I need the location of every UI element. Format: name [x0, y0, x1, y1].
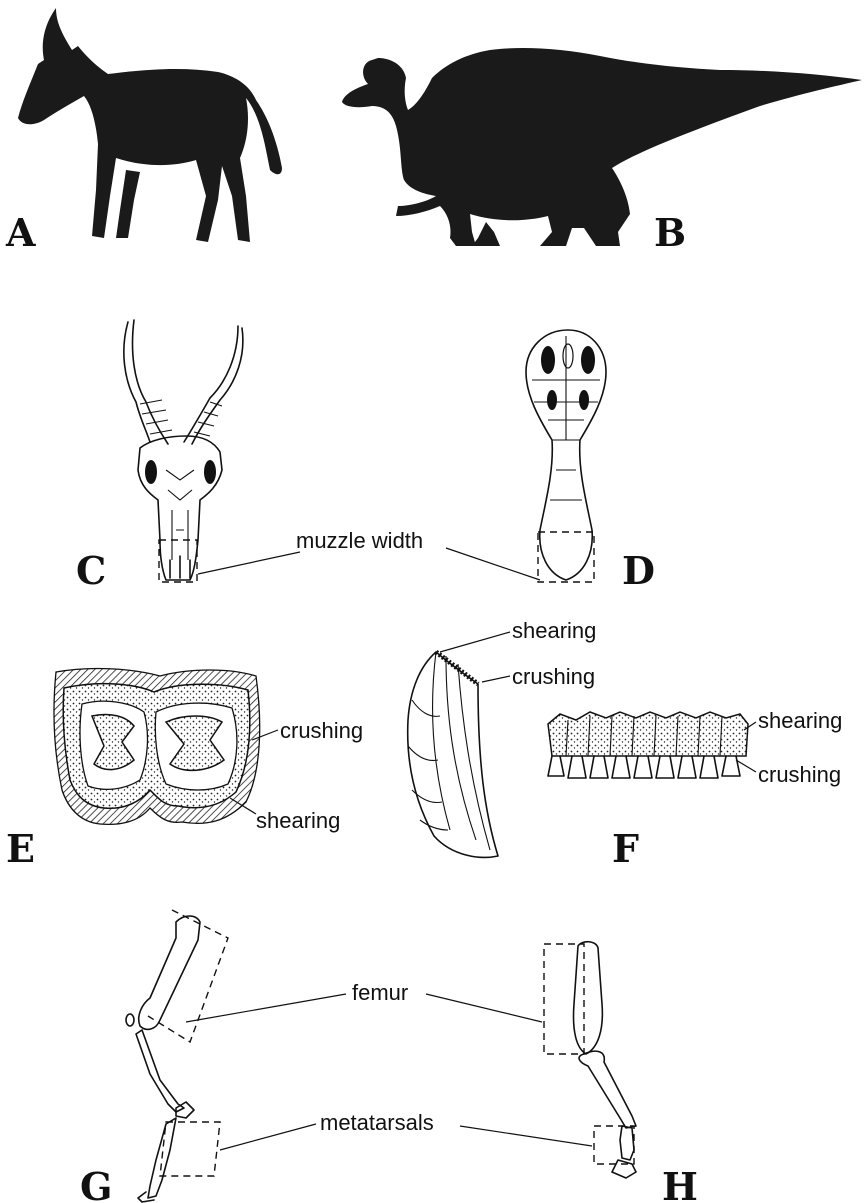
label-shearing-f1: shearing	[512, 618, 596, 643]
leader-muzzle-d	[446, 548, 540, 580]
antelope-hindlimb	[126, 916, 200, 1202]
label-crushing-f1: crushing	[512, 664, 595, 689]
femur-box-h	[544, 944, 584, 1054]
panel-label-c: C	[76, 548, 106, 593]
leader-muzzle-c	[198, 552, 300, 574]
leader-metatarsals-g	[220, 1124, 316, 1150]
leader-crushing-f1	[482, 676, 510, 682]
label-muzzle-width: muzzle width	[296, 528, 423, 553]
label-femur: femur	[352, 980, 408, 1005]
label-metatarsals: metatarsals	[320, 1110, 434, 1135]
leader-metatarsals-h	[460, 1126, 592, 1146]
tooth-battery	[548, 712, 748, 778]
tooth-lateral-view	[408, 652, 498, 857]
label-crushing-e: crushing	[280, 718, 363, 743]
molar-occlusal-view	[54, 669, 260, 825]
muzzle-width-box-d	[538, 532, 594, 582]
panel-label-b: B	[654, 210, 686, 255]
panel-label-g: G	[80, 1164, 112, 1203]
label-shearing-f2: shearing	[758, 708, 842, 733]
label-crushing-f2: crushing	[758, 762, 841, 787]
panel-label-d: D	[622, 548, 655, 593]
panel-label-a: A	[5, 210, 36, 255]
label-shearing-e: shearing	[256, 808, 340, 833]
panel-label-f: F	[612, 826, 639, 871]
antelope-skull-dorsal	[124, 320, 243, 580]
panel-label-e: E	[6, 826, 35, 871]
panel-label-h: H	[662, 1164, 698, 1203]
metatarsal-box-h	[594, 1126, 634, 1164]
hadrosaur-silhouette	[342, 48, 862, 246]
leader-femur-h	[426, 994, 542, 1022]
metatarsal-box-g	[160, 1122, 220, 1176]
leader-femur-g	[186, 994, 346, 1022]
hadrosaur-hindlimb	[574, 942, 637, 1178]
leader-shearing-f1	[440, 632, 510, 652]
antelope-silhouette	[18, 8, 282, 242]
